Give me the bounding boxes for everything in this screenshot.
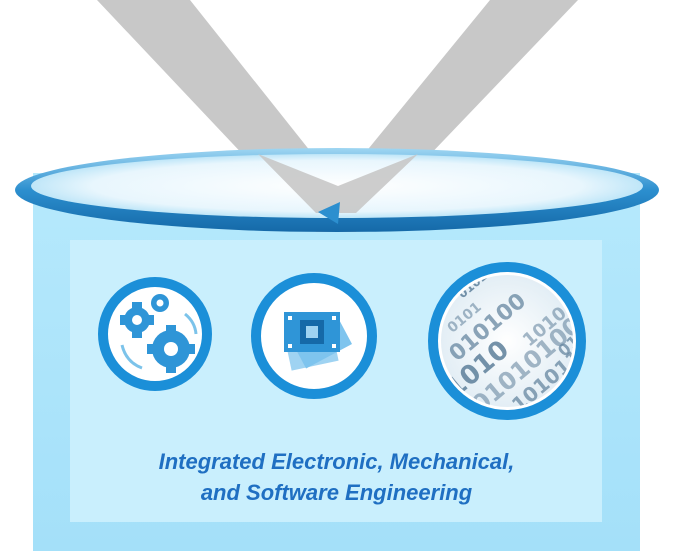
circuit-board-icon <box>251 273 377 399</box>
rim-arrow-icon <box>318 202 340 224</box>
gears-icon <box>98 277 212 391</box>
diagram-caption: Integrated Electronic, Mechanical, and S… <box>40 446 633 508</box>
funnel-chevron-inner <box>258 154 418 213</box>
binary-code-icon: 010101010010100101010010101101010101001 <box>428 262 587 420</box>
funnel-chevron <box>97 0 578 232</box>
caption-line-1: Integrated Electronic, Mechanical, <box>158 449 515 474</box>
caption-line-2: and Software Engineering <box>200 480 473 505</box>
